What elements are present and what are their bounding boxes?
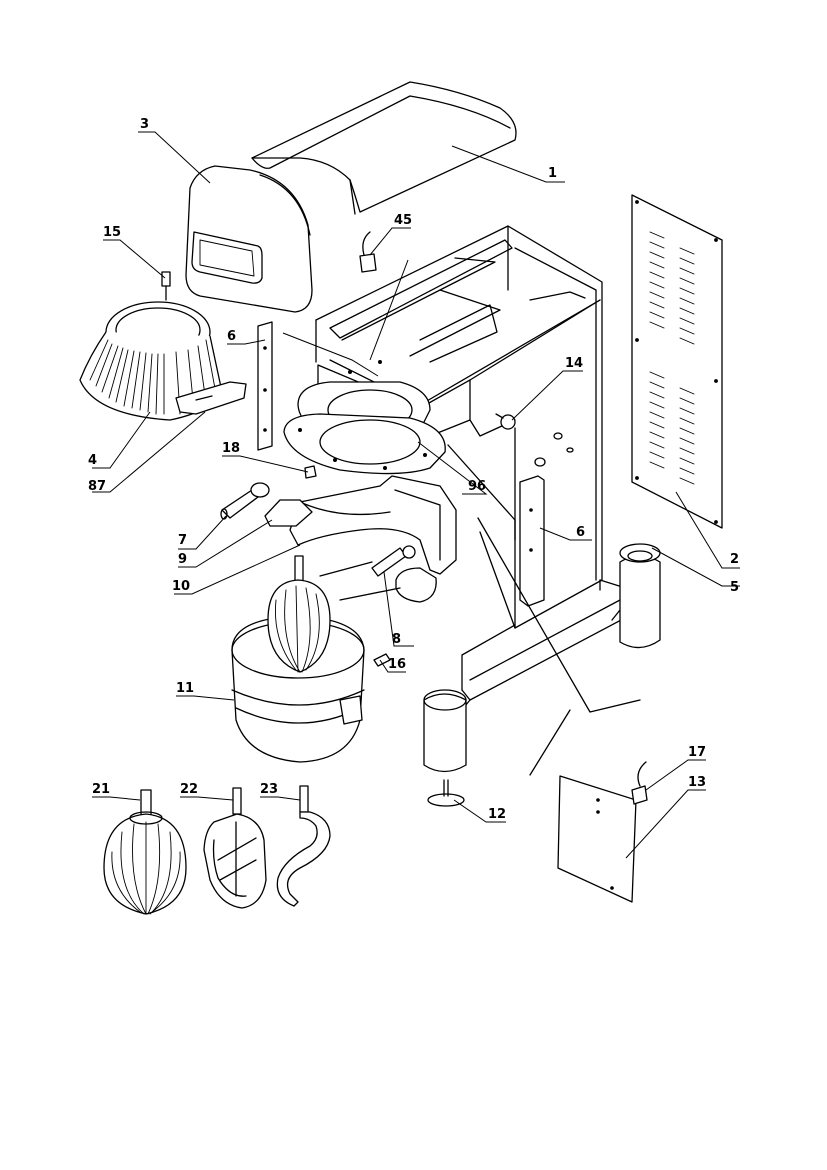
callout-16: 16 xyxy=(388,657,406,672)
part-9-bracket xyxy=(264,499,313,527)
callout-12: 12 xyxy=(488,807,506,822)
callout-9: 9 xyxy=(178,552,187,567)
callout-13: 13 xyxy=(688,775,706,790)
part-21-whisk xyxy=(103,789,187,915)
callout-21: 21 xyxy=(92,782,110,797)
callout-4: 4 xyxy=(88,453,97,468)
callout-23: 23 xyxy=(260,782,278,797)
callout-96: 96 xyxy=(468,479,486,494)
callout-87: 87 xyxy=(88,479,106,494)
part-7-handle xyxy=(220,482,270,520)
callout-17: 17 xyxy=(688,745,706,760)
part-16-screw xyxy=(373,653,391,667)
callout-15: 15 xyxy=(103,225,121,240)
part-3-head-cover xyxy=(185,165,313,313)
callout-6-left: 6 xyxy=(227,329,236,344)
part-12-foot xyxy=(427,779,465,807)
part-8-lever xyxy=(319,545,437,603)
machine-base xyxy=(423,517,661,776)
callout-8: 8 xyxy=(392,632,401,647)
part-2-side-panel xyxy=(631,194,723,529)
callout-10: 10 xyxy=(172,579,190,594)
part-6-right-rail xyxy=(519,475,545,607)
part-17-switch xyxy=(631,761,648,805)
part-22-beater xyxy=(203,787,267,909)
part-6-left-rail xyxy=(257,321,273,451)
callout-22: 22 xyxy=(180,782,198,797)
callout-5: 5 xyxy=(730,580,739,595)
callout-3: 3 xyxy=(140,117,149,132)
gearbox-plates xyxy=(283,360,446,475)
part-1-top-cover xyxy=(251,81,517,215)
callout-14: 14 xyxy=(565,356,583,371)
part-15-pin xyxy=(161,271,171,301)
callout-7: 7 xyxy=(178,533,187,548)
callout-18: 18 xyxy=(222,441,240,456)
part-14-knob xyxy=(495,413,516,430)
callout-labels: 1 2 3 4 5 6 6 7 8 9 10 11 12 13 14 15 16… xyxy=(88,117,739,822)
callout-6-right: 6 xyxy=(576,525,585,540)
part-45-switch xyxy=(359,231,377,273)
callout-11: 11 xyxy=(176,681,194,696)
callout-1: 1 xyxy=(548,166,557,181)
part-23-dough-hook xyxy=(276,785,331,907)
part-13-back-plate xyxy=(557,775,637,903)
whisk-in-bowl xyxy=(267,555,331,673)
callout-2: 2 xyxy=(730,552,739,567)
part-87-guard-bracket xyxy=(175,381,247,415)
leader-lines xyxy=(92,131,740,859)
part-10-bowl-arm xyxy=(289,475,457,575)
callout-45: 45 xyxy=(394,213,412,228)
part-18-screw xyxy=(304,465,317,479)
